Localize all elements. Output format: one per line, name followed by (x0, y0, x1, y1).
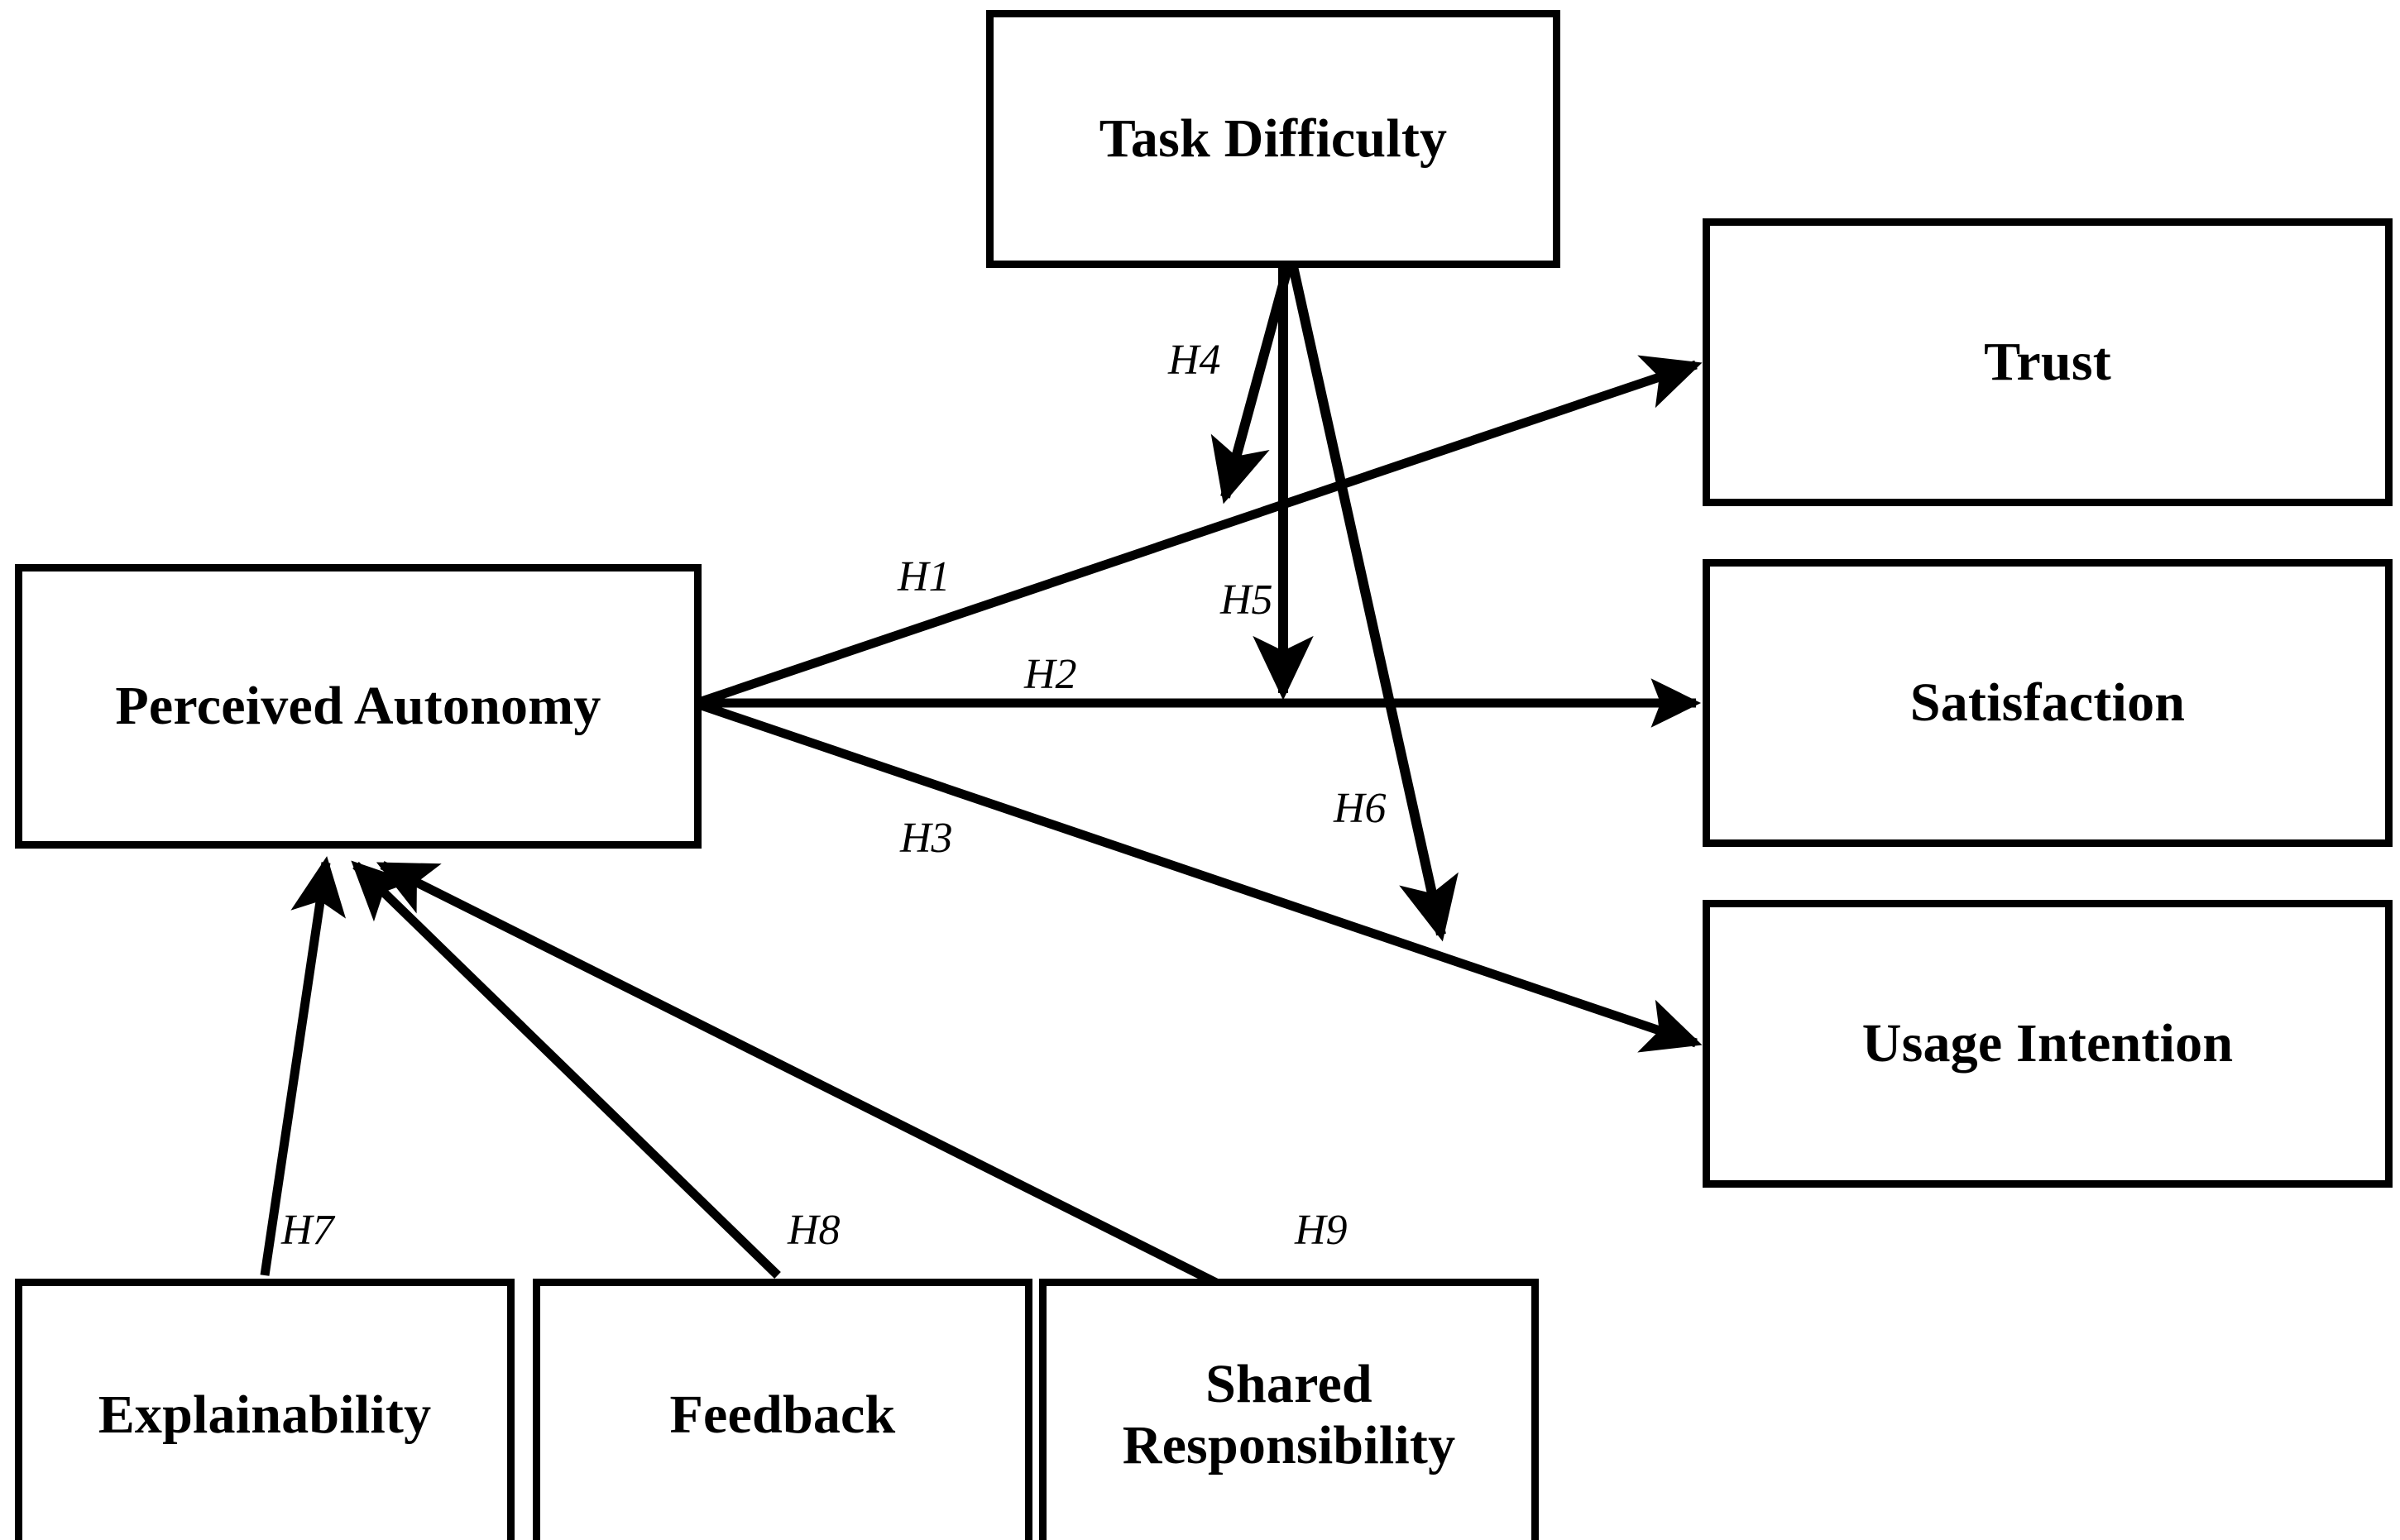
edge-label-h1: H1 (898, 553, 951, 600)
node-feedback[interactable]: Feedback (533, 1279, 1032, 1540)
node-feedback-label: Feedback (669, 1385, 896, 1446)
edge-label-h2: H2 (1024, 651, 1077, 698)
edge-h7 (260, 856, 347, 1276)
edge-h1 (700, 355, 1703, 706)
edge-label-h4: H4 (1168, 337, 1221, 384)
node-task-difficulty-label: Task Difficulty (1099, 108, 1448, 170)
node-shared-responsibility[interactable]: Shared Responsibility (1039, 1279, 1539, 1540)
node-satisfaction[interactable]: Satisfaction (1703, 559, 2393, 847)
node-shared-responsibility-label: Shared Responsibility (1122, 1354, 1456, 1475)
edge-h9 (376, 861, 1283, 1319)
node-perceived-autonomy[interactable]: Perceived Autonomy (15, 564, 702, 849)
node-trust[interactable]: Trust (1703, 218, 2393, 506)
edge-label-h5: H5 (1220, 576, 1273, 624)
edge-label-h9: H9 (1295, 1207, 1348, 1254)
edge-h6 (1288, 265, 1459, 942)
node-usage-intention-label: Usage Intention (1861, 1013, 2234, 1074)
node-usage-intention[interactable]: Usage Intention (1703, 900, 2393, 1188)
edge-h3 (700, 701, 1703, 1053)
node-task-difficulty[interactable]: Task Difficulty (986, 10, 1560, 268)
edge-label-h7: H7 (281, 1207, 334, 1254)
node-explainability[interactable]: Explainability (15, 1279, 515, 1540)
edge-h8 (351, 860, 781, 1279)
edge-label-h3: H3 (900, 815, 953, 862)
node-explainability-label: Explainability (98, 1385, 432, 1446)
edge-label-h8: H8 (788, 1207, 841, 1254)
node-satisfaction-label: Satisfaction (1909, 672, 2186, 734)
edge-h4 (1210, 265, 1293, 505)
edge-label-h6: H6 (1334, 785, 1387, 832)
node-perceived-autonomy-label: Perceived Autonomy (115, 676, 601, 737)
node-trust-label: Trust (1984, 332, 2111, 393)
